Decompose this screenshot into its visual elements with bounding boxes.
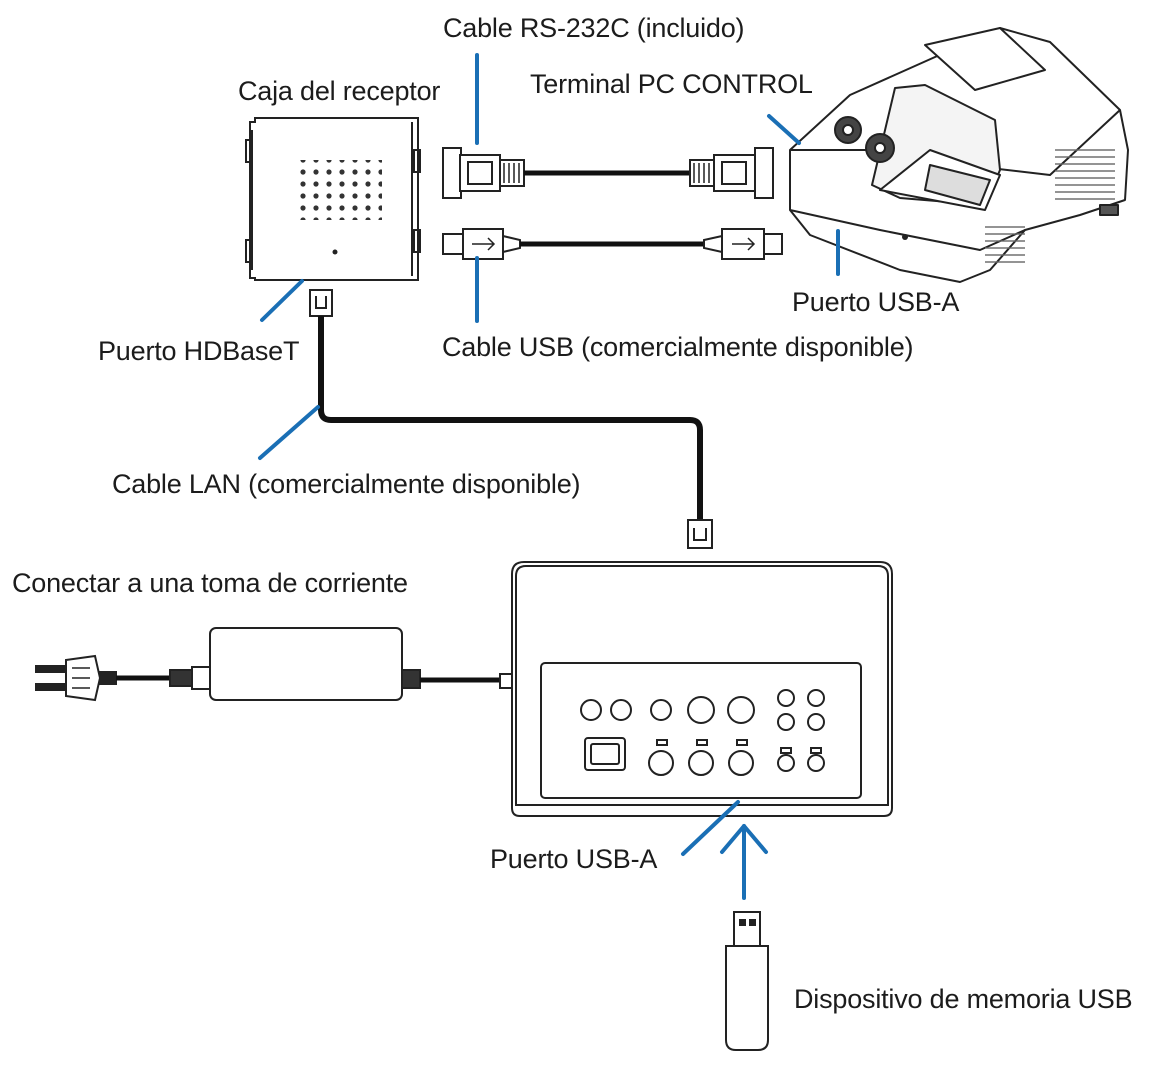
up-arrow-icon <box>720 824 768 900</box>
label-cable-usb: Cable USB (comercialmente disponible) <box>442 332 914 362</box>
lan-plug-icon <box>687 519 713 549</box>
rs232c-cable <box>442 147 774 199</box>
label-puerto-usb-a-projector: Puerto USB-A <box>792 287 960 317</box>
label-cable-rs232c: Cable RS-232C (incluido) <box>443 13 745 43</box>
usb-flash-drive-icon <box>725 911 769 1051</box>
label-caja-receptor: Caja del receptor <box>238 76 441 106</box>
label-terminal-pc-control: Terminal PC CONTROL <box>530 69 813 99</box>
label-cable-lan: Cable LAN (comercialmente disponible) <box>112 469 581 499</box>
lan-cable <box>318 316 703 520</box>
projector <box>789 27 1129 283</box>
label-dispositivo-memoria: Dispositivo de memoria USB <box>794 984 1133 1014</box>
power-adapter-icon <box>169 627 421 701</box>
hdbaset-plug-icon <box>309 289 333 317</box>
label-puerto-usb-a-transmitter: Puerto USB-A <box>490 844 658 874</box>
label-conectar-toma: Conectar a una toma de corriente <box>12 568 408 598</box>
receiver-box <box>245 117 421 281</box>
power-plug-icon <box>35 654 117 702</box>
label-puerto-hdbaset: Puerto HDBaseT <box>98 336 300 366</box>
transmitter-box <box>511 561 893 817</box>
leader-lines <box>258 53 840 856</box>
usb-cable <box>442 228 783 260</box>
